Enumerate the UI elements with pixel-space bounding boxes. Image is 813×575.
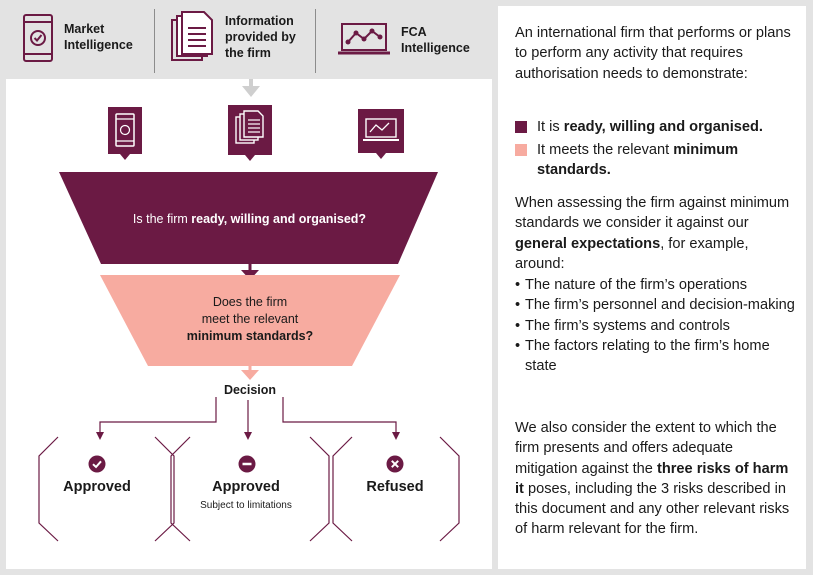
intro-text: An international firm that performs or p… <box>515 25 791 82</box>
stage1-bold-text: ready, willing and organised? <box>191 212 367 226</box>
funnel-diagram <box>38 79 460 542</box>
legend-ready: It is ready, willing and organised. <box>515 117 800 137</box>
para2-text: When assessing the firm against minimum … <box>515 195 790 232</box>
outcome-approved: Approved <box>63 479 131 495</box>
list-item: The firm’s personnel and decision-making <box>515 295 795 316</box>
legend2-text: It meets the relevant <box>537 142 674 158</box>
source-label-fca: FCA Intelligence <box>401 25 470 55</box>
outcome-sub-label: Subject to limitations <box>200 500 292 511</box>
expectations-list: The nature of the firm’s operations The … <box>515 275 795 376</box>
cross-circle-icon <box>386 455 404 478</box>
documents-icon <box>170 10 214 71</box>
stage2-bold-text: minimum standards? <box>186 329 314 343</box>
para3-post: poses, including the 3 risks described i… <box>515 480 790 538</box>
para2-post: , for example, around: <box>515 235 749 272</box>
stage2-question: Does the firm meet the relevant minimum … <box>148 294 352 345</box>
source-label-market: Market Intelligence <box>64 22 133 52</box>
check-circle-icon <box>88 455 106 478</box>
legend-standards: It meets the relevant minimum standards. <box>515 140 800 181</box>
legend-swatch-dark <box>515 121 527 133</box>
minus-circle-icon <box>238 455 256 478</box>
stage1-text: Is the firm <box>132 212 192 226</box>
source-label-firm: Information provided by the firm <box>225 14 296 60</box>
divider <box>315 9 316 73</box>
stage2-line1: Does the firm <box>212 295 288 309</box>
legend1-text: It is <box>537 119 564 135</box>
legend1-bold: ready, willing and organised. <box>563 119 763 135</box>
stage1-question: Is the firm ready, willing and organised… <box>101 211 398 228</box>
monitor-chart-icon <box>338 22 390 61</box>
mobile-check-icon <box>22 13 54 68</box>
badge-fca <box>358 109 404 159</box>
divider <box>154 9 155 73</box>
risks-text: We also consider the extent to which the… <box>515 418 795 540</box>
badge-market <box>108 107 142 160</box>
para3-bold: three risks of harm it <box>515 460 789 497</box>
para3-text: We also consider the extent to which the… <box>515 420 777 477</box>
expectations-text: When assessing the firm against minimum … <box>515 193 793 274</box>
sources-bar <box>0 0 492 79</box>
badge-firm <box>228 105 272 161</box>
stage2-line2: meet the relevant <box>201 312 299 326</box>
outcome-approved-limited: Approved <box>212 479 280 495</box>
decision-label: Decision <box>223 383 277 397</box>
legend-swatch-light <box>515 144 527 156</box>
outcome-refused: Refused <box>366 479 424 495</box>
legend2-bold: minimum standards. <box>537 142 739 179</box>
list-item: The firm’s systems and controls <box>515 316 795 337</box>
list-item: The nature of the firm’s operations <box>515 275 795 296</box>
list-item: The factors relating to the firm’s home … <box>515 336 795 377</box>
para2-bold: general expectations <box>515 235 661 252</box>
